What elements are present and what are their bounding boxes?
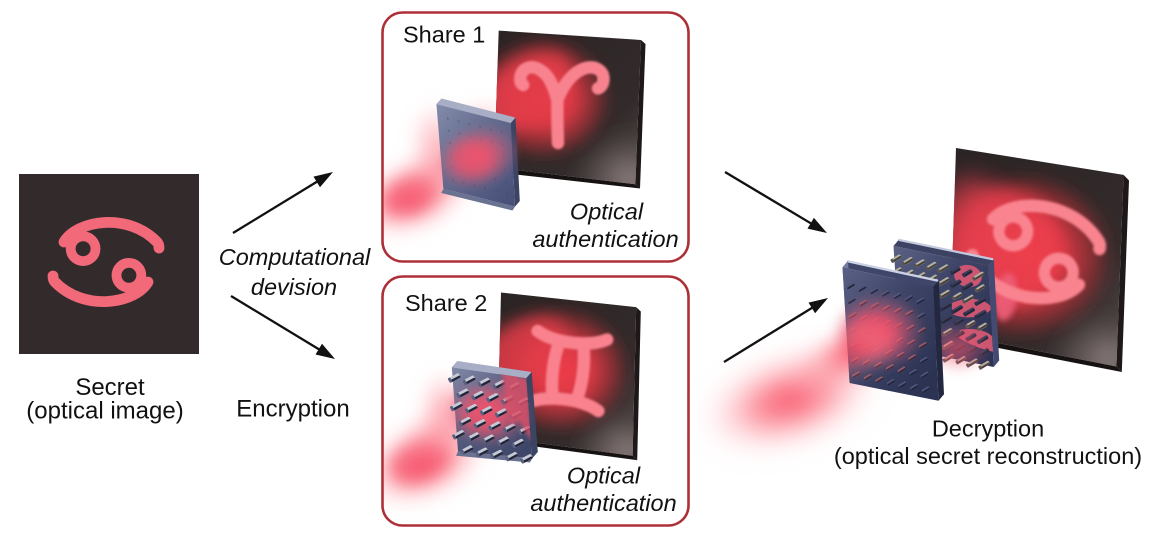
svg-text:Optical: Optical [567, 463, 641, 489]
svg-text:Secret: Secret [75, 374, 145, 401]
svg-text:authentication: authentication [530, 490, 676, 516]
svg-text:authentication: authentication [532, 226, 678, 252]
svg-text:(optical secret reconstruction: (optical secret reconstruction) [834, 443, 1142, 469]
svg-text:Computational: Computational [219, 244, 371, 270]
svg-text:Encryption: Encryption [236, 396, 349, 423]
svg-text:Optical: Optical [570, 199, 644, 225]
svg-text:Share 1: Share 1 [403, 21, 485, 47]
svg-text:(optical image): (optical image) [26, 398, 183, 425]
svg-text:devision: devision [251, 274, 337, 300]
svg-text:Share 2: Share 2 [405, 290, 487, 316]
svg-text:Decryption: Decryption [932, 416, 1044, 442]
